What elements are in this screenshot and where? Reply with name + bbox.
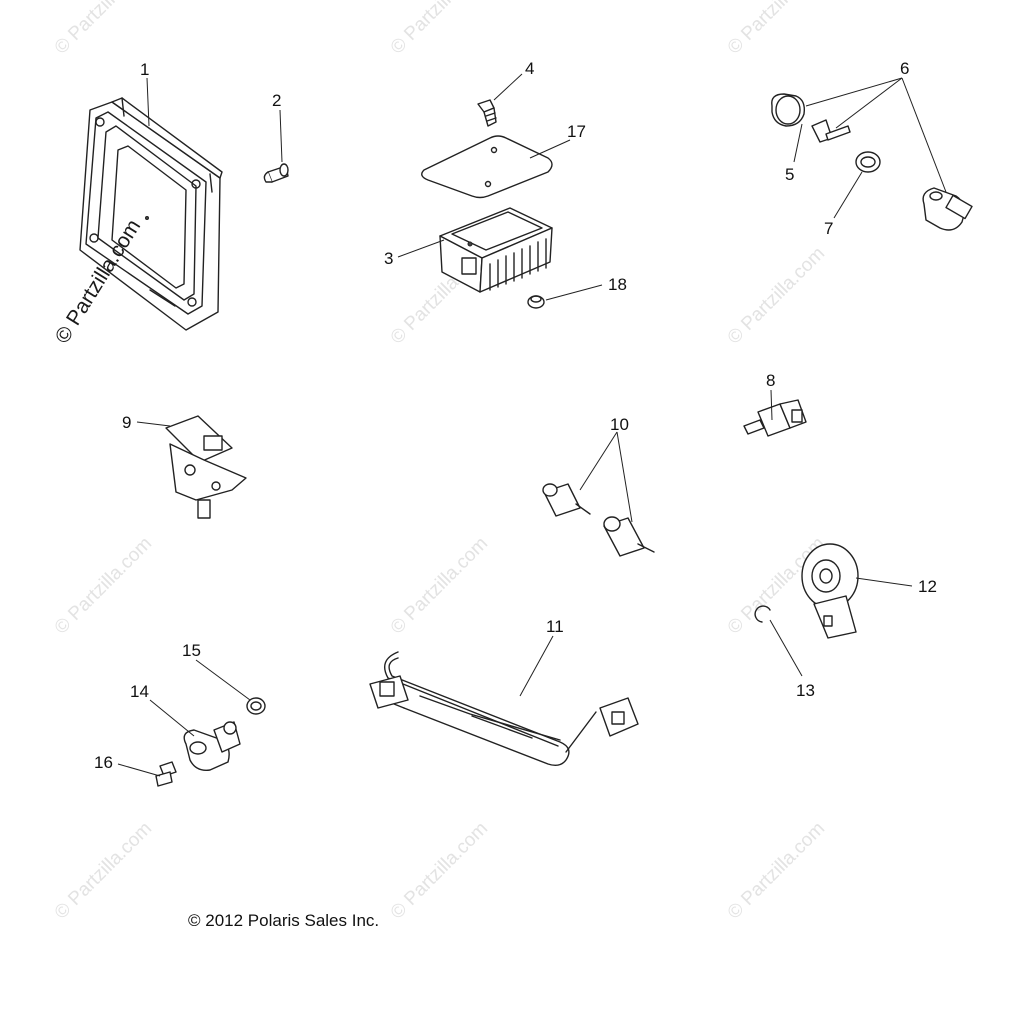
watermark: © Partzilla.com — [387, 533, 492, 638]
part-6-clip[interactable] — [811, 119, 851, 143]
callout-11: 11 — [546, 617, 564, 636]
part-5-cap[interactable] — [771, 93, 806, 127]
callout-2: 2 — [272, 91, 281, 110]
part-1-ecu[interactable] — [79, 97, 223, 331]
callout-3: 3 — [384, 249, 393, 268]
part-6-sensor[interactable] — [922, 187, 973, 231]
callout-8: 8 — [766, 371, 775, 390]
callout-1: 1 — [140, 60, 149, 79]
part-18-plug[interactable] — [527, 295, 545, 309]
callout-14: 14 — [130, 682, 149, 701]
watermark: © Partzilla.com — [724, 0, 829, 59]
part-14-sensor[interactable] — [183, 721, 241, 771]
callout-4: 4 — [525, 59, 534, 78]
callout-7: 7 — [824, 219, 833, 238]
watermark: © Partzilla.com — [724, 243, 829, 348]
part-3-module[interactable] — [439, 207, 553, 293]
callout-16: 16 — [94, 753, 113, 772]
watermark: © Partzilla.com — [387, 818, 492, 923]
callout-15: 15 — [182, 641, 201, 660]
part-7-grommet[interactable] — [855, 151, 881, 173]
part-4-bolt[interactable] — [477, 99, 497, 127]
watermark: © Partzilla.com — [51, 533, 156, 638]
callout-6: 6 — [900, 59, 909, 78]
part-10-connector-b[interactable] — [603, 516, 655, 557]
leader-lines — [117, 73, 947, 777]
callout-9: 9 — [122, 413, 131, 432]
callout-18: 18 — [608, 275, 627, 294]
copyright-notice: © 2012 Polaris Sales Inc. — [188, 911, 379, 930]
callout-13: 13 — [796, 681, 815, 700]
part-15-o-ring[interactable] — [246, 697, 266, 715]
callout-10: 10 — [610, 415, 629, 434]
callout-labels: 1 2 3 4 5 6 7 8 9 10 11 12 13 14 15 16 1… — [94, 59, 937, 772]
watermark: © Partzilla.com — [387, 0, 492, 59]
watermark: © Partzilla.com — [51, 0, 156, 59]
part-13-clip[interactable] — [754, 605, 771, 623]
part-10-connector-a[interactable] — [542, 483, 591, 517]
watermark: © Partzilla.com — [51, 818, 156, 923]
part-9-bracket-sensor[interactable] — [165, 415, 247, 519]
part-2-screw[interactable] — [263, 163, 289, 183]
callout-17: 17 — [567, 122, 586, 141]
watermark: © Partzilla.com — [724, 818, 829, 923]
part-17-cover-plate[interactable] — [421, 135, 553, 199]
part-16-bolt[interactable] — [155, 761, 177, 787]
part-12-knock-sensor[interactable] — [801, 543, 859, 639]
callout-5: 5 — [785, 165, 794, 184]
part-8-sensor[interactable] — [743, 399, 807, 437]
part-11-harness[interactable] — [369, 651, 639, 767]
callout-12: 12 — [918, 577, 937, 596]
